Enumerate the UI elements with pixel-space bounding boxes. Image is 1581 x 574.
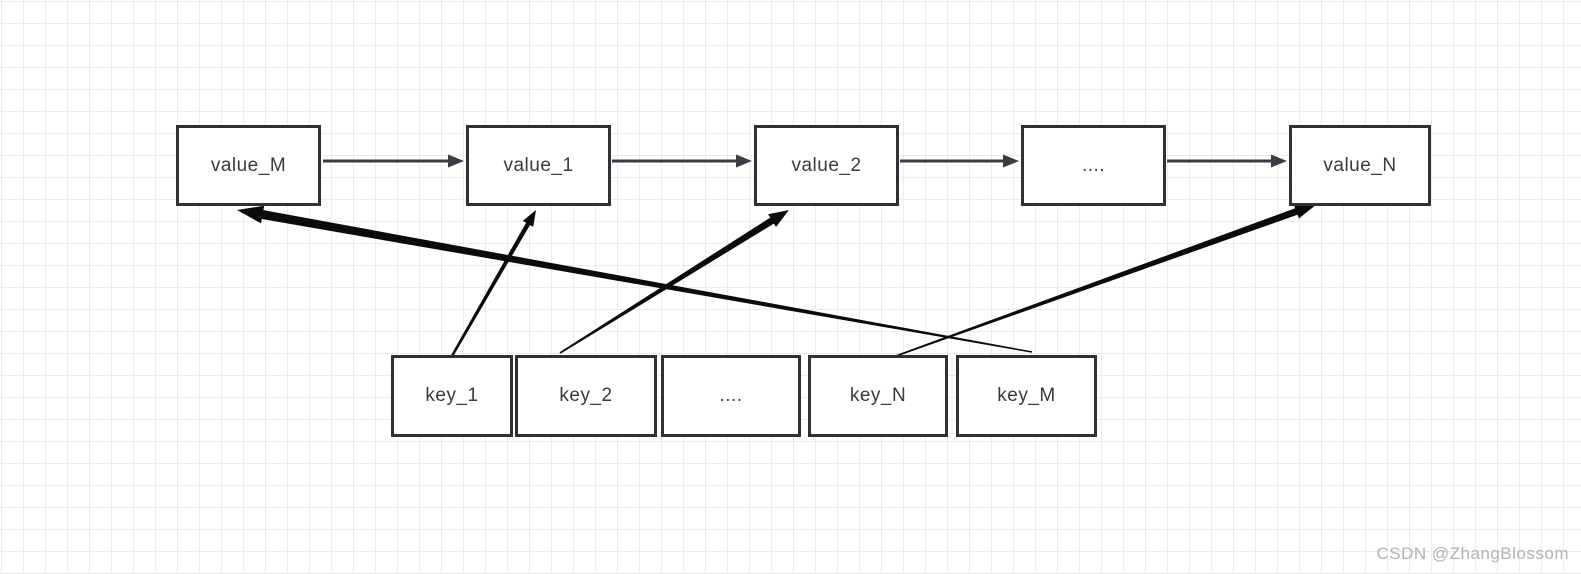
ellipsis-next-value_N-arrow: [1167, 154, 1287, 168]
value_1-node: value_1: [466, 125, 611, 206]
value_1-next-value_2-arrow: [612, 154, 752, 168]
key_ellipsis-node: ....: [661, 355, 801, 437]
value_N-node: value_N: [1289, 125, 1431, 206]
key_M-points-value_M-arrow: [237, 205, 1033, 353]
key_N-label: key_N: [849, 385, 907, 406]
value_2-next-ellipsis-arrow: [900, 154, 1019, 168]
key_1-node: key_1: [391, 355, 513, 437]
key_M-node: key_M: [956, 355, 1097, 437]
key_ellipsis-label: ....: [719, 385, 743, 406]
value_M-label: value_M: [210, 154, 287, 176]
watermark: CSDN @ZhangBlossom: [1376, 544, 1569, 563]
value_M-node: value_M: [176, 125, 321, 206]
value_M-next-value_1-arrow: [323, 154, 464, 168]
value_ellipsis-label: ....: [1081, 154, 1106, 176]
key_2-node: key_2: [515, 355, 657, 437]
key_1-label: key_1: [425, 385, 479, 406]
key_1-points-value_1-arrow: [450, 210, 536, 357]
value_2-label: value_2: [791, 154, 862, 176]
value_ellipsis-node: ....: [1021, 125, 1166, 206]
key_2-label: key_2: [559, 385, 613, 406]
key_N-node: key_N: [808, 355, 948, 437]
key_N-points-value_N-arrow: [892, 204, 1317, 358]
key_M-label: key_M: [997, 385, 1056, 406]
value_N-label: value_N: [1323, 154, 1397, 176]
key_2-points-value_2-arrow: [559, 210, 789, 354]
value_2-node: value_2: [754, 125, 899, 206]
value_1-label: value_1: [503, 154, 574, 176]
